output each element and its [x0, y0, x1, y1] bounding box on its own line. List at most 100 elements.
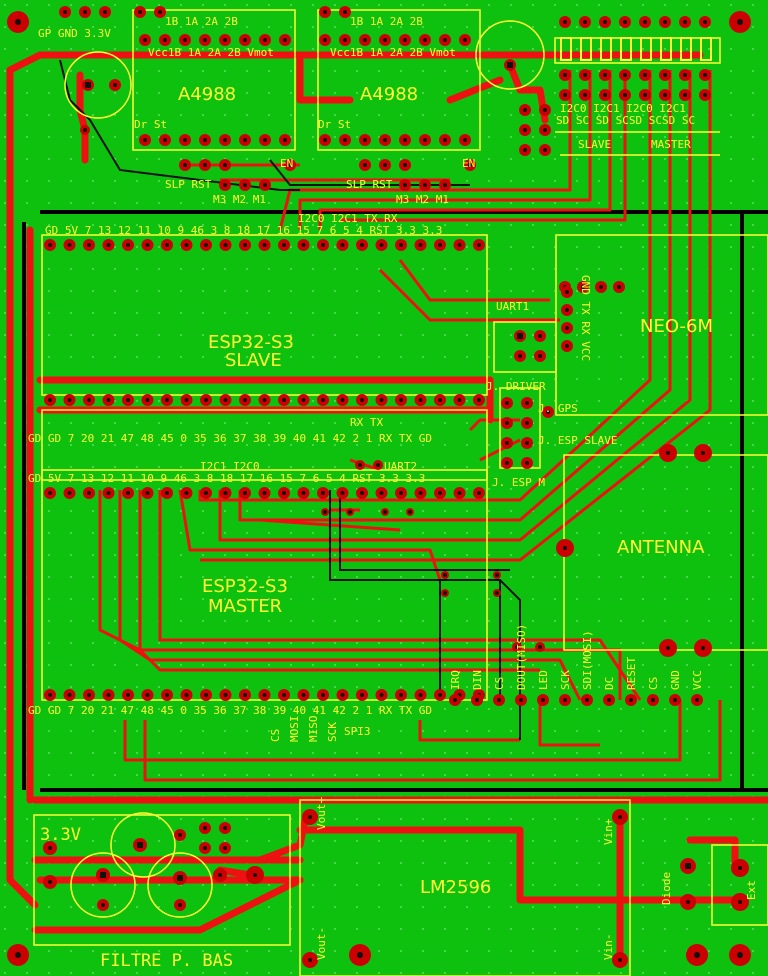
pad [279, 34, 291, 46]
pad [200, 689, 212, 701]
gps-pins-label: GND TX RX VCC [579, 275, 592, 361]
pad [473, 394, 485, 406]
pad [339, 134, 351, 146]
pad [439, 34, 451, 46]
pad [317, 394, 329, 406]
pad [297, 394, 310, 406]
pad [83, 487, 95, 499]
display-pin-label-10: GND [669, 670, 682, 690]
pad [595, 281, 607, 293]
pad [395, 487, 407, 499]
pad [599, 89, 611, 101]
pad [174, 829, 186, 841]
pad [519, 144, 531, 156]
pad [219, 34, 231, 46]
display-pin-label-7: DC [603, 677, 616, 690]
pad [534, 350, 546, 362]
pad [278, 689, 290, 701]
pad [96, 868, 110, 882]
pad [302, 952, 318, 968]
pad [356, 239, 368, 251]
pad [561, 340, 573, 352]
pad [514, 350, 526, 362]
pad [7, 11, 29, 33]
pad [199, 159, 211, 171]
display-pin-label-3: DOUT(MISO) [515, 624, 528, 690]
pad [239, 239, 251, 251]
pad [559, 69, 571, 81]
pad [539, 144, 551, 156]
pad [414, 689, 427, 701]
master-top-extra: I2C1 I2C0 [200, 460, 260, 473]
diode-label: Diode [660, 872, 673, 905]
pad [473, 239, 485, 251]
pad [639, 89, 651, 101]
pad [317, 487, 329, 499]
pad [321, 508, 329, 516]
slave-top-row: GD 5V 7 13 12 11 10 9 46 3 8 18 17 16 15… [45, 224, 442, 237]
pad [99, 6, 111, 18]
pad [102, 689, 115, 701]
pad [83, 394, 95, 406]
pad [501, 397, 513, 409]
pad [619, 89, 631, 101]
pad [579, 89, 591, 101]
slave-title-2: SLAVE [225, 350, 282, 371]
pad [659, 69, 671, 81]
pad [659, 639, 677, 657]
pad [239, 34, 251, 46]
pad [395, 394, 407, 406]
pad [97, 899, 109, 911]
pad [395, 689, 407, 701]
driver1-ms: M3 M2 M1 [213, 193, 266, 206]
pad [317, 689, 329, 701]
pad [659, 89, 671, 101]
pad [379, 134, 391, 146]
pad [659, 16, 671, 28]
pad [434, 689, 446, 701]
pad [375, 239, 388, 251]
pad [219, 239, 232, 251]
pad [501, 457, 513, 469]
pad [493, 589, 501, 597]
pad [278, 239, 290, 251]
pad [179, 134, 191, 146]
pad [535, 642, 545, 652]
pad [219, 394, 232, 406]
pad [336, 239, 349, 251]
driver2-ms: M3 M2 M1 [396, 193, 449, 206]
antenna-title: ANTENNA [617, 537, 705, 558]
pad [699, 69, 711, 81]
pad [679, 69, 691, 81]
pad [373, 460, 383, 470]
pad [612, 809, 628, 825]
pad [699, 89, 711, 101]
pad [159, 34, 171, 46]
pad [173, 871, 187, 885]
display-pin-label-6: SDI(MOSI) [581, 630, 594, 690]
pad [379, 34, 391, 46]
pad [63, 239, 76, 251]
pad [537, 694, 549, 706]
pad [213, 868, 227, 882]
pad [453, 394, 466, 406]
pad [102, 487, 115, 499]
pad [319, 134, 331, 146]
pad [679, 16, 691, 28]
pad [356, 487, 368, 499]
pad [80, 125, 90, 135]
slave-title-1: ESP32-S3 [208, 332, 294, 353]
pad [731, 893, 749, 911]
pad [519, 124, 531, 136]
pad [539, 124, 551, 136]
master-title-1: ESP32-S3 [202, 576, 288, 597]
pad [63, 487, 76, 499]
pad [259, 134, 271, 146]
spi-pin-label-1: MOSI [288, 716, 301, 743]
spi-pin-label-2: MISO [307, 716, 320, 743]
pad [133, 838, 147, 852]
pad [619, 16, 631, 28]
jumper-esp-slave-label: J. ESP SLAVE [538, 434, 617, 447]
pad [453, 239, 466, 251]
slave-top-extra: I2C0 I2C1 TX RX [298, 212, 398, 225]
